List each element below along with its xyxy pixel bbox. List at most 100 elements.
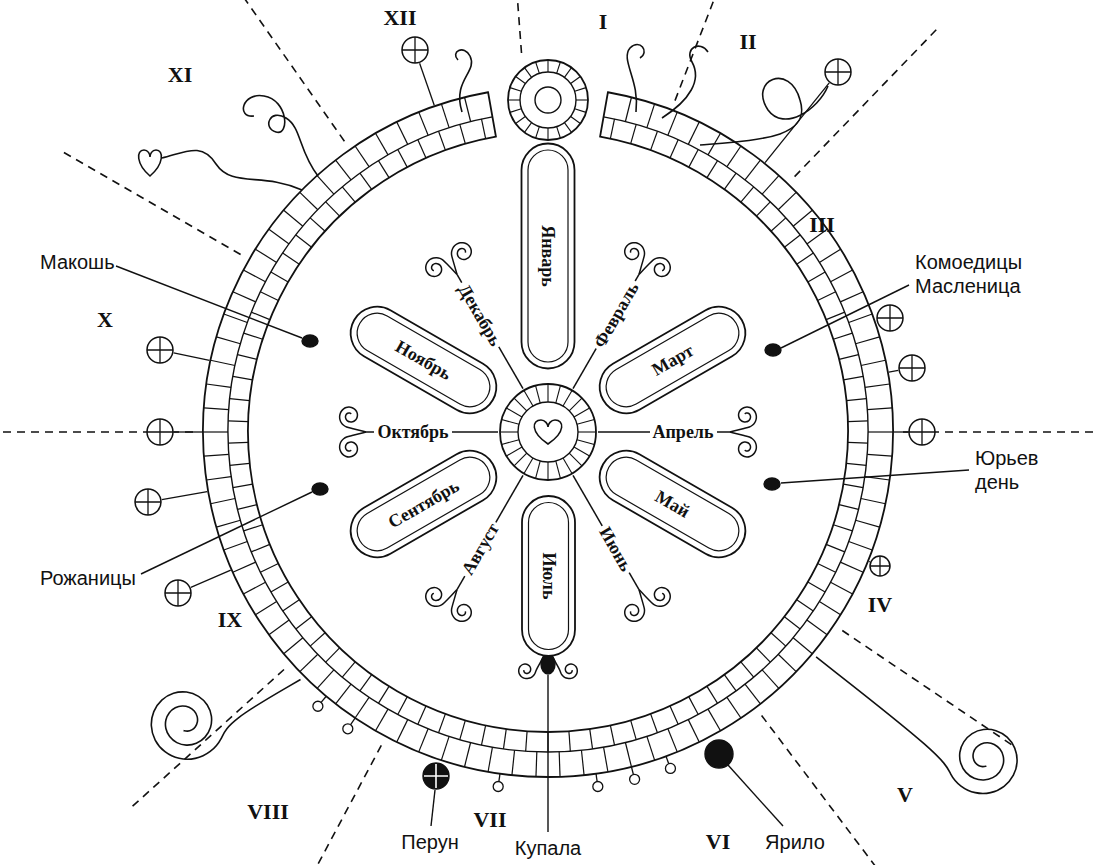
sector-divider — [842, 631, 1012, 746]
hub-segment — [524, 458, 533, 474]
sector-divider — [762, 716, 885, 865]
ring-segment — [840, 562, 863, 572]
medallion-segment — [547, 60, 548, 72]
ring-segment — [481, 119, 485, 139]
sector-divider — [517, 0, 522, 53]
ring-segment — [439, 714, 446, 733]
label-text: Купала — [515, 836, 581, 860]
label-text: III — [809, 213, 835, 237]
ring-segment — [251, 544, 270, 551]
stem-curl — [730, 407, 756, 432]
ring-segment — [439, 131, 446, 150]
crossed-circle — [870, 556, 890, 576]
ring-segment — [849, 541, 872, 550]
leader-line — [431, 790, 435, 826]
month-label: Декабрь — [452, 277, 508, 352]
hub-segment — [574, 447, 590, 456]
ring-segment — [378, 686, 389, 703]
ring-segment — [419, 112, 428, 135]
ring-segment — [831, 270, 853, 282]
stem-curl — [617, 590, 652, 625]
label-text: Декабрь — [452, 277, 508, 352]
bud-stem — [631, 767, 633, 775]
ring-segment — [238, 355, 257, 360]
sun-circle — [402, 37, 428, 63]
medallion-segment — [508, 99, 520, 100]
ring-segment — [819, 249, 840, 262]
month-label: Октябрь — [374, 421, 451, 443]
disc-cross — [424, 764, 448, 788]
ring-segment — [376, 133, 389, 155]
ring-segment — [230, 399, 250, 401]
month-label: Август — [455, 516, 505, 581]
ring-segment — [668, 112, 677, 135]
stem-curl — [639, 577, 674, 612]
hub-segment — [547, 462, 548, 480]
bud — [313, 701, 323, 711]
ring-segment — [326, 202, 340, 216]
sun-cross — [870, 556, 890, 576]
ring-segment — [808, 272, 825, 282]
hub-segment — [506, 447, 522, 456]
ring-segment — [784, 235, 800, 247]
bud-stem — [351, 718, 355, 725]
hub-heart — [534, 420, 561, 444]
sector-divider — [227, 0, 345, 141]
medallion-segment — [524, 68, 531, 78]
label-text: Август — [455, 516, 505, 581]
hub-circle — [518, 402, 578, 462]
petal-inner-border — [528, 150, 568, 362]
deity-label: Перун — [401, 830, 458, 854]
medallion-segment — [575, 109, 586, 113]
sector-numeral: II — [739, 30, 756, 54]
ring-segment — [216, 337, 240, 344]
label-text: Февраль — [586, 276, 644, 355]
label-text: I — [599, 10, 608, 34]
ring-segment — [224, 541, 247, 550]
crossed-circle — [877, 305, 903, 331]
ring-segment — [833, 333, 852, 339]
medallion-segment — [547, 128, 548, 140]
ring-segment — [260, 564, 278, 573]
stem-curl — [519, 656, 544, 679]
ring-segment — [849, 314, 872, 323]
ring-segment — [745, 160, 760, 180]
ring-segment — [441, 104, 449, 128]
hub-segment — [502, 440, 519, 445]
sector-numeral: VIII — [247, 800, 289, 824]
label-text: Июнь — [593, 520, 639, 577]
sector-numeral: VII — [473, 808, 506, 832]
ring-segment — [206, 384, 231, 387]
medallion-segment — [536, 127, 540, 138]
ring-segment — [833, 525, 852, 531]
medallion-segment — [510, 109, 521, 113]
ring-segment — [865, 384, 890, 387]
petal-curls — [519, 656, 578, 679]
ring-segment — [300, 654, 318, 671]
label-text: II — [739, 30, 756, 54]
medallion-segment — [564, 123, 571, 133]
ring-segment — [211, 360, 235, 365]
petal-border — [522, 496, 575, 656]
ring-segment — [397, 720, 408, 742]
ring-segment — [255, 249, 276, 262]
ring-segment — [465, 742, 471, 766]
deity-disc — [423, 763, 449, 789]
bud — [630, 774, 640, 784]
ring-segment — [283, 600, 300, 611]
festival-label: Макошь — [40, 250, 115, 274]
label-text: Рожаницы — [40, 566, 136, 590]
hub-segment — [506, 408, 522, 417]
leader-line — [781, 470, 969, 483]
ring-segment — [745, 684, 760, 704]
ring-segment — [300, 192, 318, 209]
festival-dot — [312, 483, 328, 495]
calendar-ring — [203, 92, 893, 777]
ring-segment — [818, 564, 836, 573]
ring-segment — [839, 505, 858, 510]
sun-cross — [135, 489, 161, 515]
ring-segment — [460, 124, 466, 143]
stem-curl — [444, 239, 479, 274]
ornament-loop — [243, 96, 318, 176]
